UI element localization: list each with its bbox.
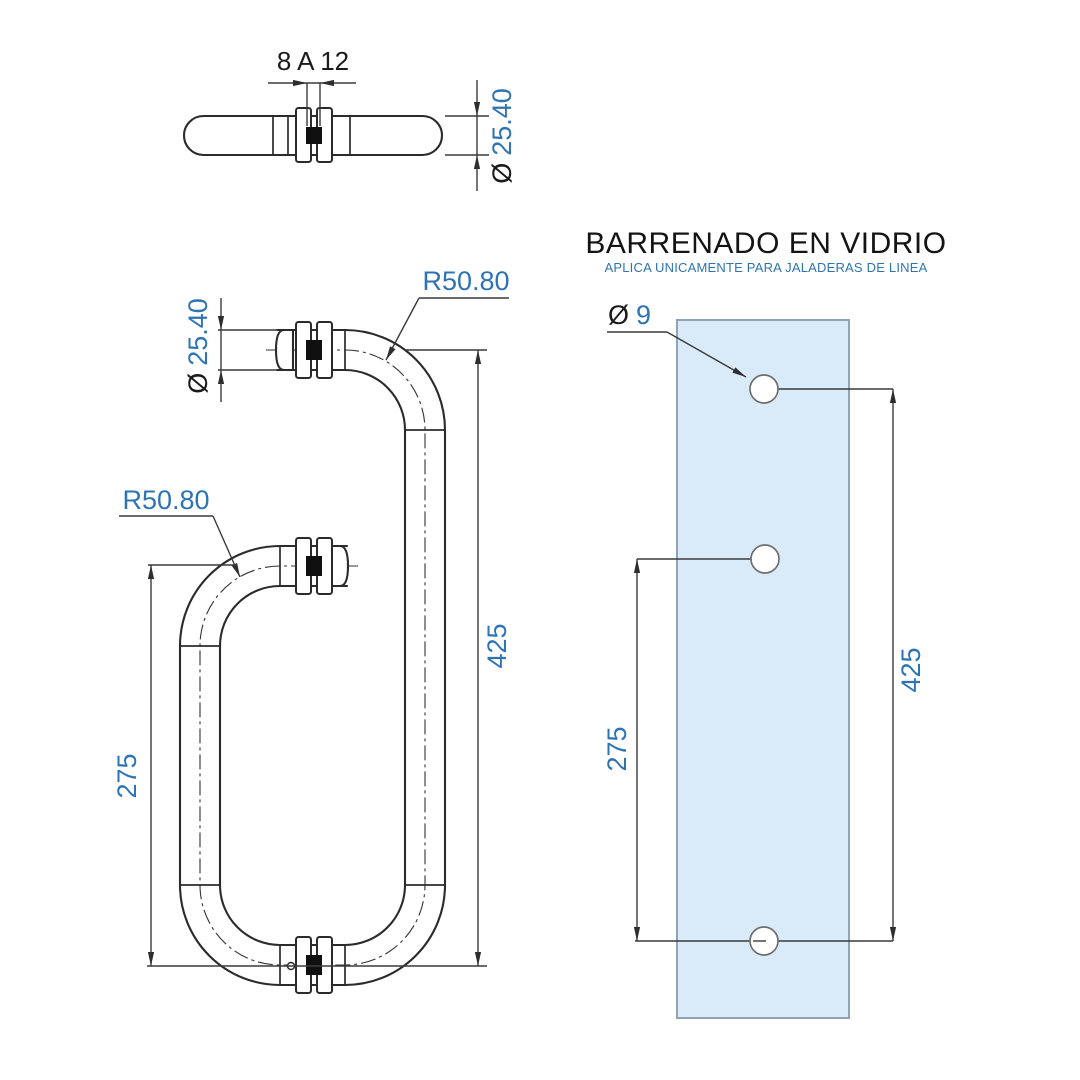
drill-hole-middle [750, 544, 780, 574]
total-spacing-label: 425 [482, 623, 512, 668]
top-view-diameter-label: Ø25.40 [487, 88, 517, 184]
handle-outline [218, 584, 349, 947]
glass-view-title: BARRENADO EN VIDRIO [585, 227, 946, 260]
handle-outline [178, 544, 349, 987]
glass-total-spacing-label: 425 [896, 647, 926, 692]
handle-outline [275, 368, 407, 947]
offset-spacing-dimension: 275 [112, 564, 236, 966]
total-spacing-dimension: 425 [147, 349, 512, 967]
glass-thickness-label: 8 A 12 [277, 46, 349, 76]
centerline-outer-handle [266, 349, 426, 966]
glass-drilling-view: BARRENADO EN VIDRIO APLICA UNICAMENTE PA… [585, 227, 946, 1019]
radius-label-top: R50.80 [422, 266, 509, 296]
glass-clamp-fitting-top [295, 321, 333, 379]
glass-offset-spacing-label: 275 [602, 726, 632, 771]
radius-dimension-top: R50.80 [385, 266, 510, 361]
top-view-diameter-dimension: Ø25.40 [445, 80, 517, 191]
glass-panel [676, 319, 850, 1019]
tube-end-cap [329, 544, 350, 588]
front-view: Ø25.40 R50.80 R50.80 275 [112, 266, 512, 994]
top-view: 8 A 12 Ø25.40 [182, 46, 517, 191]
tube-end-cap [274, 328, 295, 372]
glass-thickness-dimension: 8 A 12 [268, 46, 356, 126]
front-diameter-label: Ø25.40 [183, 298, 213, 394]
centerline-inner-handle [199, 565, 358, 966]
glass-clamp-fitting-bottom [286, 936, 333, 994]
handle-outline [275, 328, 447, 987]
front-diameter-dimension: Ø25.40 [183, 298, 278, 402]
radius-dimension-bottom: R50.80 [119, 485, 241, 578]
glass-clamp-fitting-middle [295, 537, 333, 595]
glass-dimension-lines [633, 388, 897, 942]
offset-spacing-label: 275 [112, 753, 142, 798]
radius-label-bottom: R50.80 [122, 485, 209, 515]
glass-view-subtitle: APLICA UNICAMENTE PARA JALADERAS DE LINE… [605, 260, 928, 275]
drill-hole-top [749, 374, 779, 404]
handle-tube-top-view [182, 114, 444, 157]
